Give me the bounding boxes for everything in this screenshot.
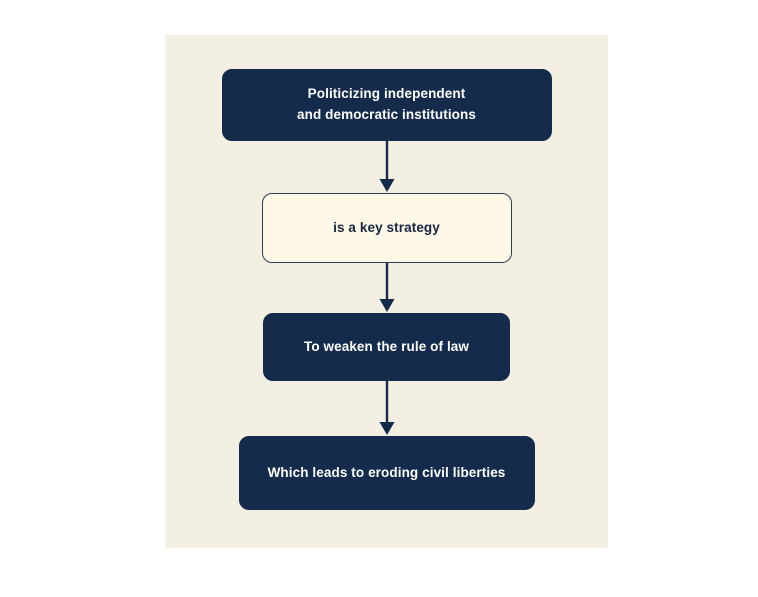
flow-node-label: To weaken the rule of law: [303, 338, 470, 354]
flow-node-label: is a key strategy: [333, 219, 440, 235]
flow-node-label: Politicizing independent and democratic …: [297, 86, 476, 122]
flow-node-weaken-rule-of-law[interactable]: To weaken the rule of law: [263, 313, 510, 381]
flow-node-label: Which leads to eroding civil liberties: [267, 464, 506, 480]
flowchart: Politicizing independent and democratic …: [165, 35, 608, 548]
flow-node-politicizing-institutions[interactable]: Politicizing independent and democratic …: [221, 69, 552, 141]
flow-node-is-a-key-strategy[interactable]: is a key strategy: [261, 193, 512, 263]
connector-arrow-down: [379, 263, 394, 312]
flow-node-eroding-civil-liberties[interactable]: Which leads to eroding civil liberties: [238, 436, 535, 510]
connector-arrow-down: [379, 381, 394, 435]
connector-arrow-down: [379, 141, 394, 192]
